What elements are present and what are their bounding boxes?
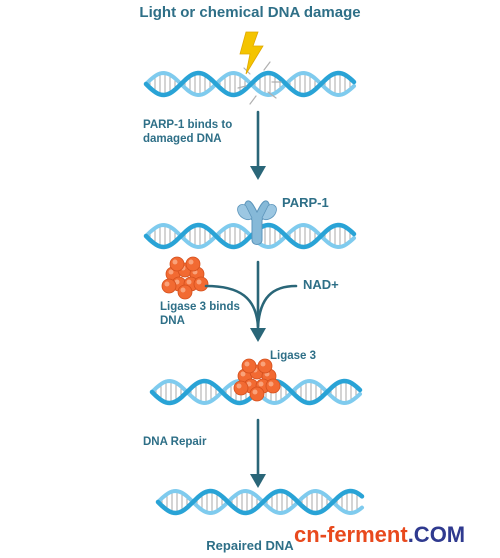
ligase-3-bound-icon (233, 358, 281, 402)
label-parp-binds: PARP-1 binds to damaged DNA (143, 119, 233, 145)
arrows (204, 110, 298, 478)
ligase-subunit (241, 358, 257, 374)
watermark-part2: .COM (407, 522, 466, 547)
ligase-subunit (169, 256, 185, 272)
parp-1-protein-icon (237, 200, 277, 245)
label-parp-1: PARP-1 (282, 195, 329, 210)
ligase-highlight (236, 383, 242, 389)
ligase-highlight (258, 381, 264, 387)
ligase-highlight (180, 287, 186, 293)
ligase-subunit (161, 278, 177, 294)
arrow-1-head (250, 166, 266, 180)
ligase-subunit (185, 256, 201, 272)
ligase-highlight (188, 259, 194, 265)
arrowheads (250, 166, 266, 488)
ligase-highlight (172, 259, 178, 265)
ligase-subunit (233, 380, 249, 396)
ligase-highlight (260, 361, 266, 367)
lightning-bolt-icon (239, 31, 264, 75)
ligase-3-protein-icon (161, 256, 209, 300)
watermark: cn-ferment.COM (294, 522, 465, 548)
dna-parp-bound (143, 222, 357, 250)
ligase-highlight (196, 279, 202, 285)
ligase-highlight (268, 381, 274, 387)
ligase-highlight (168, 269, 174, 275)
arrow-nad-curve (256, 284, 298, 328)
watermark-part1: cn-ferment (294, 522, 408, 547)
dna-repaired (155, 488, 365, 516)
ligase-subunit (193, 276, 209, 292)
ligase-subunit (249, 386, 265, 402)
dna-strand-front (143, 70, 357, 98)
diagram-title: Light or chemical DNA damage (139, 4, 361, 21)
dna-strand-front (155, 488, 365, 516)
label-ligase-binds: Ligase 3 binds DNA (160, 301, 240, 327)
ligase-highlight (252, 389, 258, 395)
ligase-highlight (186, 279, 192, 285)
ligase-highlight (164, 281, 170, 287)
label-dna-repair: DNA Repair (143, 436, 207, 448)
ligase-highlight (244, 361, 250, 367)
ligase-subunit (265, 378, 281, 394)
label-repaired-dna: Repaired DNA (206, 538, 294, 553)
dna-strand-front (143, 222, 357, 250)
arrow-ligase-curve (204, 284, 260, 328)
ligase-subunit (177, 284, 193, 300)
label-nad: NAD+ (303, 277, 339, 292)
arrow-3-head (250, 474, 266, 488)
ligase-highlight (240, 371, 246, 377)
arrow-2-head (250, 328, 266, 342)
label-ligase-3: Ligase 3 (270, 350, 317, 362)
dna-damaged (143, 70, 357, 98)
